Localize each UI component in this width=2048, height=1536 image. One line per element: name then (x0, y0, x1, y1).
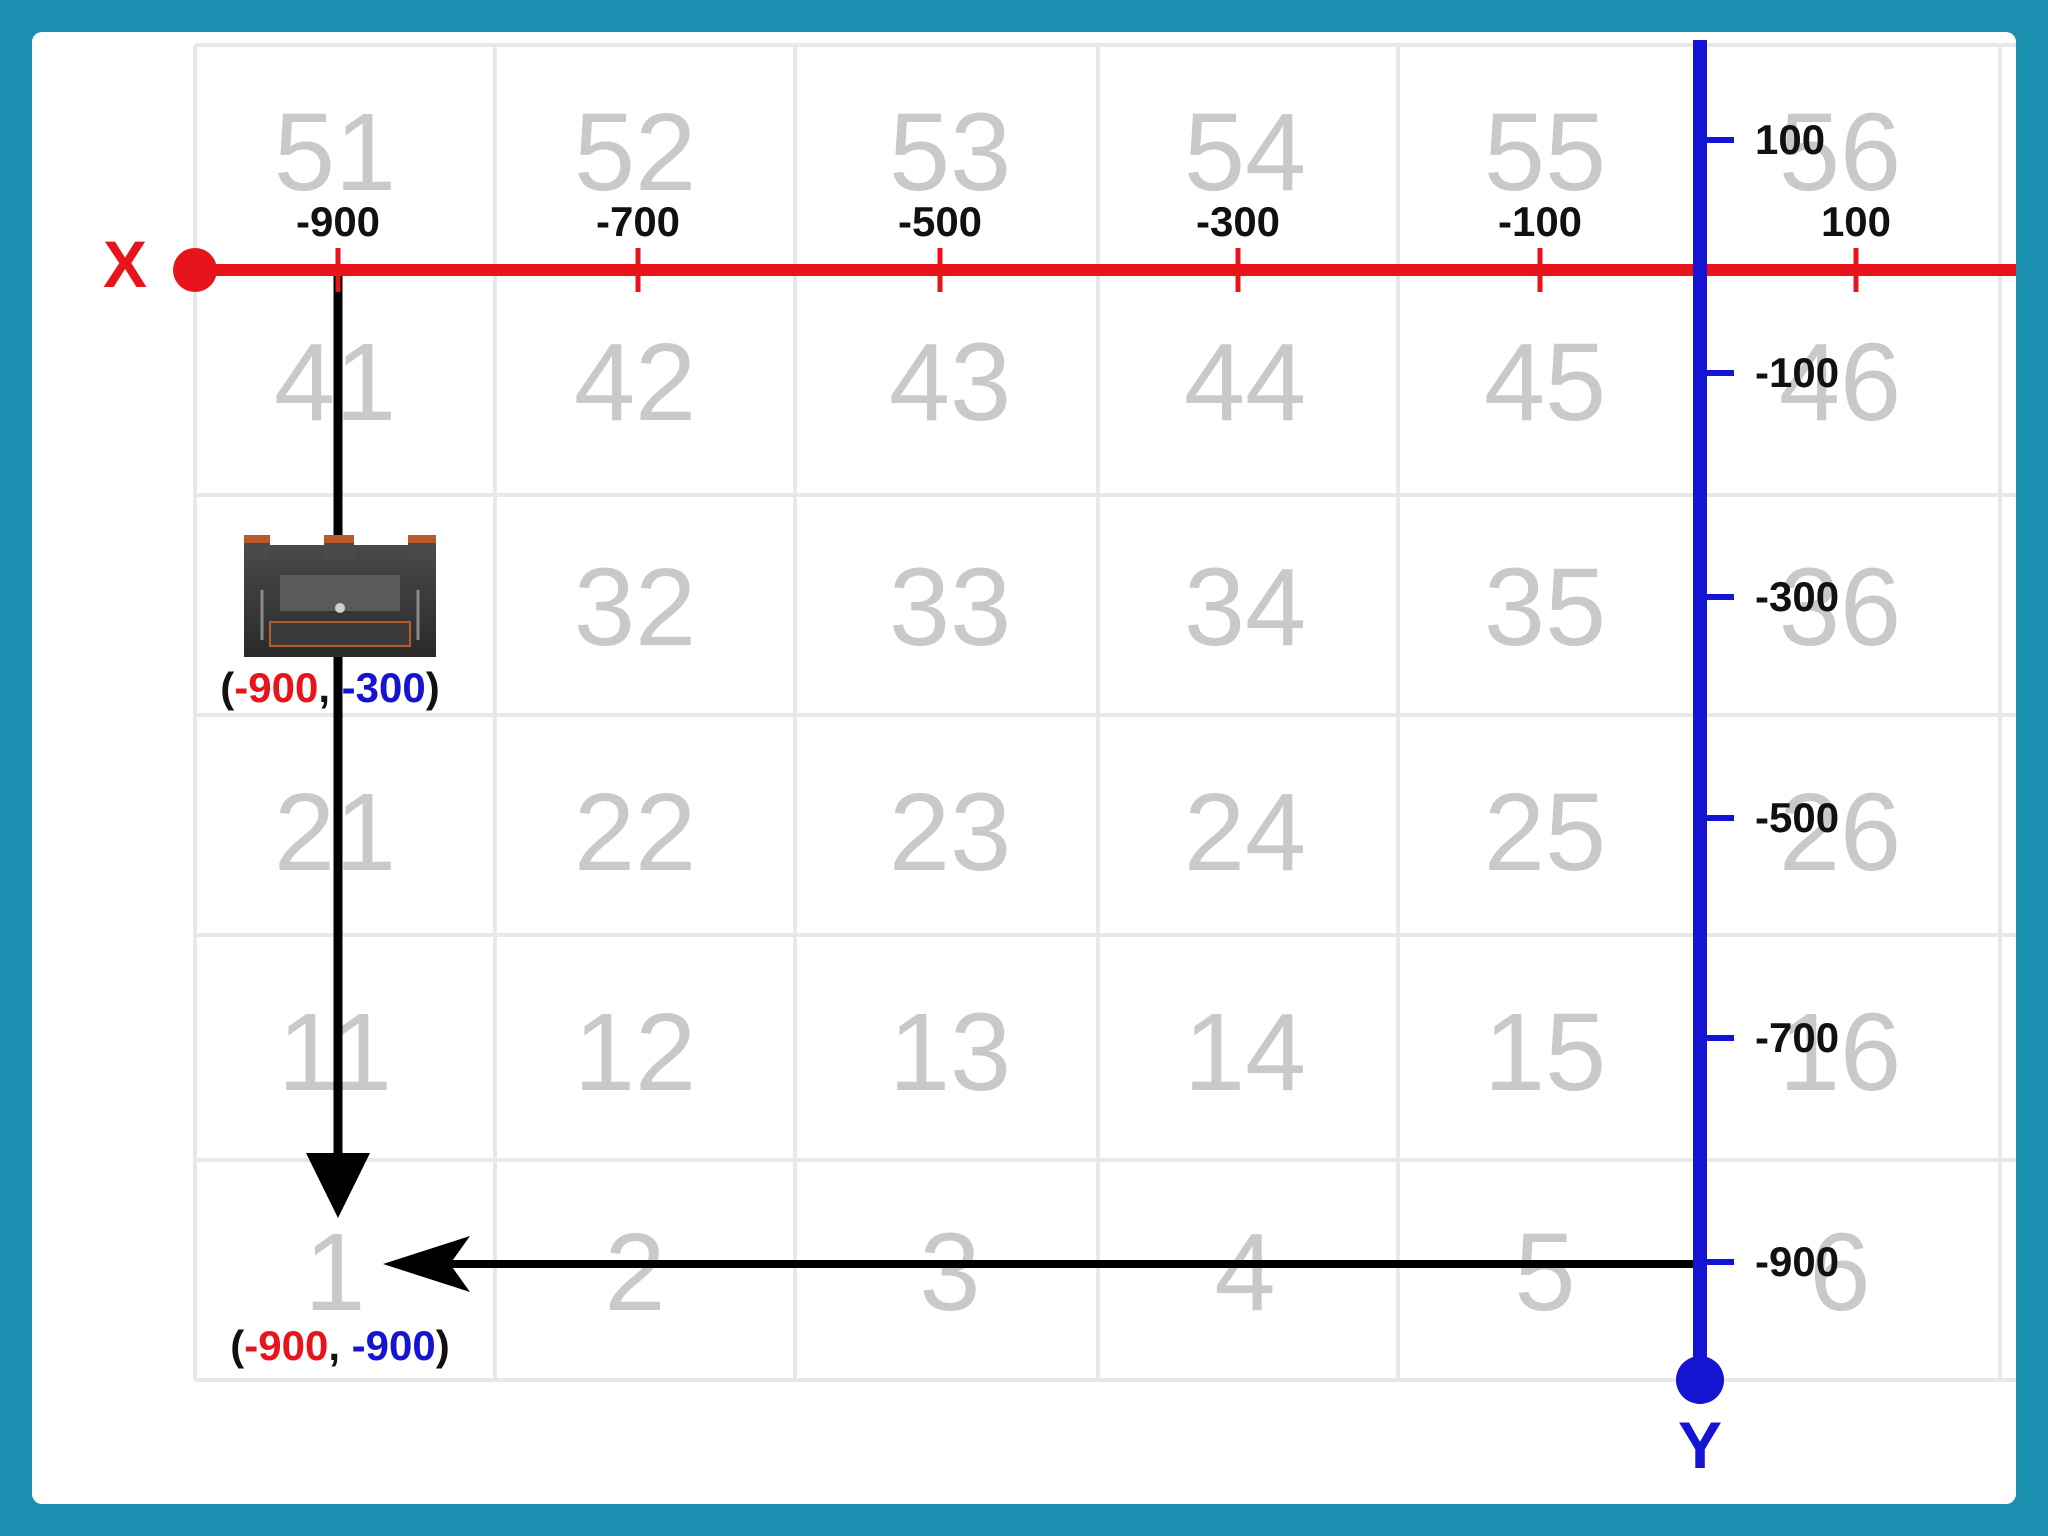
x-tick-label: 100 (1821, 198, 1891, 245)
tile-number: 26 (1779, 771, 1901, 894)
tile-number: 1 (304, 1211, 365, 1334)
y-axis-label: Y (1678, 1408, 1722, 1482)
tile-number: 52 (574, 91, 696, 214)
robot-brain-icon (244, 535, 436, 657)
tile-number: 33 (889, 546, 1011, 669)
x-axis-origin-dot (173, 248, 217, 292)
robot-coord-x: -900 (234, 664, 318, 711)
x-axis-ticks: -900 -700 -500 -300 -100 100 (296, 198, 1891, 292)
y-axis-ticks: 100 -100 -300 -500 -700 -900 (1700, 116, 1839, 1285)
path-left-arrowhead (383, 1236, 470, 1292)
tile-number: 4 (1214, 1211, 1275, 1334)
tile-number: 12 (574, 991, 696, 1114)
tile-number-layer: 5152535455564142434445463132333435362122… (274, 91, 1901, 1334)
y-tick-label: -100 (1755, 349, 1839, 396)
tile-number: 42 (574, 321, 696, 444)
y-axis-end-dot (1676, 1356, 1724, 1404)
tile-number: 23 (889, 771, 1011, 894)
target-coord-y: -900 (352, 1322, 436, 1369)
y-tick-label: 100 (1755, 116, 1825, 163)
y-axis: Y 100 -100 -300 -500 -700 -900 (1676, 40, 1839, 1482)
tile-number: 51 (274, 91, 396, 214)
tile-number: 43 (889, 321, 1011, 444)
diagram-canvas (32, 32, 2016, 1504)
x-tick-label: -700 (596, 198, 680, 245)
tile-number: 15 (1484, 991, 1606, 1114)
x-axis: X -900 -700 -500 -300 -100 100 (103, 198, 2016, 301)
tile-number: 34 (1184, 546, 1306, 669)
tile-number: 14 (1184, 991, 1306, 1114)
path-down-arrowhead (306, 1153, 370, 1218)
robot-coord-y: -300 (342, 664, 426, 711)
x-tick-label: -500 (898, 198, 982, 245)
y-tick-label: -900 (1755, 1238, 1839, 1285)
tile-number: 53 (889, 91, 1011, 214)
y-tick-label: -700 (1755, 1014, 1839, 1061)
tile-grid (193, 43, 2016, 1382)
tile-number: 45 (1484, 321, 1606, 444)
tile-number: 32 (574, 546, 696, 669)
tile-number: 25 (1484, 771, 1606, 894)
x-tick-label: -300 (1196, 198, 1280, 245)
tile-number: 3 (919, 1211, 980, 1334)
tile-number: 46 (1779, 321, 1901, 444)
tile-number: 36 (1779, 546, 1901, 669)
target-coordinate-label: (-900, -900) (230, 1322, 449, 1369)
y-tick-label: -300 (1755, 573, 1839, 620)
tile-number: 44 (1184, 321, 1306, 444)
tile-number: 56 (1779, 91, 1901, 214)
tile-number: 16 (1779, 991, 1901, 1114)
tile-number: 35 (1484, 546, 1606, 669)
x-tick-label: -900 (296, 198, 380, 245)
tile-number: 6 (1809, 1211, 1870, 1334)
robot-coordinate-label: (-900, -300) (220, 664, 439, 711)
tile-number: 2 (604, 1211, 665, 1334)
tile-number: 22 (574, 771, 696, 894)
tile-number: 55 (1484, 91, 1606, 214)
target-coord-x: -900 (244, 1322, 328, 1369)
tile-number: 24 (1184, 771, 1306, 894)
tile-number: 5 (1514, 1211, 1575, 1334)
x-axis-label: X (103, 227, 147, 301)
tile-number: 13 (889, 991, 1011, 1114)
x-tick-label: -100 (1498, 198, 1582, 245)
y-tick-label: -500 (1755, 794, 1839, 841)
tile-number: 54 (1184, 91, 1306, 214)
robot-path (306, 270, 1700, 1292)
